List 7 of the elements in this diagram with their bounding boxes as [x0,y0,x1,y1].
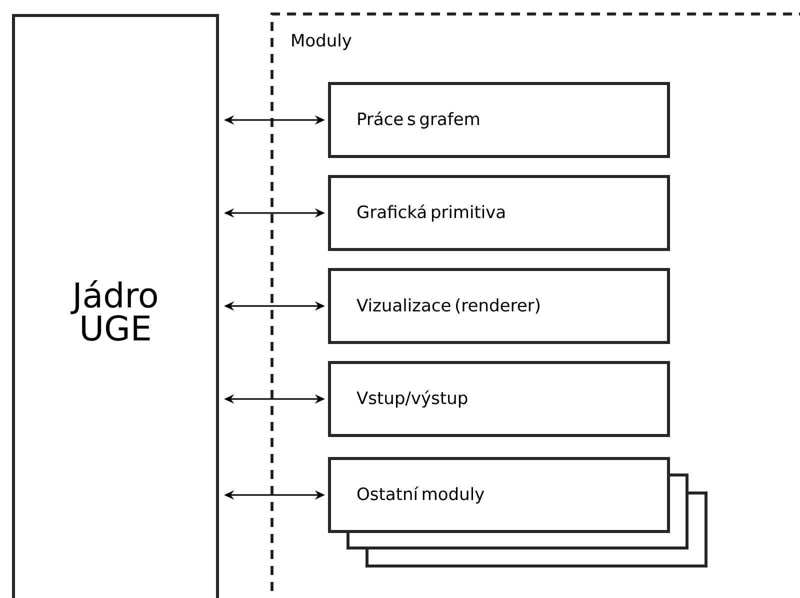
module-box: Práce s grafem [328,82,670,158]
frame-title: Moduly [292,34,352,50]
module-box: Vstup/výstup [328,361,670,437]
module-box: Grafická primitiva [328,175,670,251]
core-box: Jádro UGE [12,14,219,598]
module-box: Vizualizace (renderer) [328,268,670,344]
module-box: Ostatní moduly [328,457,670,533]
